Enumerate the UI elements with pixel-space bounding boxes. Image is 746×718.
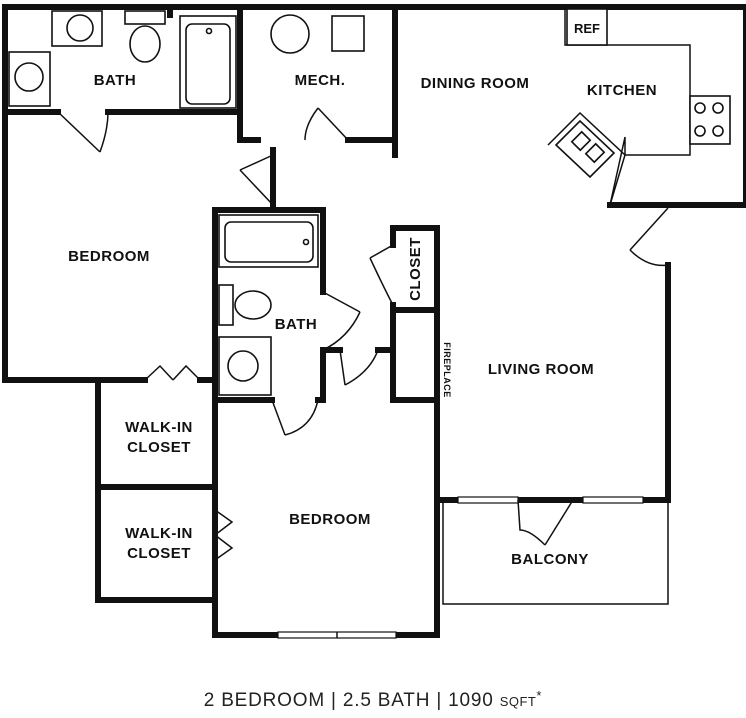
room-labels: BATH MECH. DINING ROOM KITCHEN REF BEDRO… [68, 21, 657, 568]
kitchen-fixtures [547, 7, 731, 206]
label-bath-upper: BATH [94, 72, 137, 89]
unit-summary-caption: 2 BEDROOM | 2.5 BATH | 1090 SQFT* [0, 688, 746, 712]
caption-separator-1: | [324, 690, 343, 711]
label-dining-room: DINING ROOM [421, 75, 530, 92]
label-living-room: LIVING ROOM [488, 361, 594, 378]
label-kitchen: KITCHEN [587, 82, 657, 99]
label-fireplace: FIREPLACE [442, 342, 452, 398]
upper-bath-fixtures [8, 10, 237, 109]
label-closet: CLOSET [407, 237, 424, 301]
label-balcony: BALCONY [511, 551, 589, 568]
center-bath-fixtures [218, 214, 319, 396]
label-walk-in-closet-2-line1: WALK-IN [125, 525, 193, 542]
label-ref: REF [574, 21, 600, 36]
caption-baths: 2.5 BATH [342, 690, 431, 711]
caption-area: 1090 [448, 690, 494, 711]
label-bath-center: BATH [275, 316, 318, 333]
label-walk-in-closet-1-line1: WALK-IN [125, 419, 193, 436]
label-bedroom-bottom: BEDROOM [289, 511, 371, 528]
label-walk-in-closet-1-line2: CLOSET [127, 439, 191, 456]
mech-fixtures [270, 14, 365, 54]
doors [57, 107, 669, 561]
caption-bedrooms: 2 BEDROOM [203, 690, 325, 711]
label-bedroom-left: BEDROOM [68, 248, 150, 265]
balcony-outline [442, 500, 669, 605]
caption-unit: SQFT [499, 694, 537, 709]
label-walk-in-closet-2-line2: CLOSET [127, 545, 191, 562]
walls [2, 4, 746, 638]
label-mech: MECH. [295, 72, 346, 89]
caption-footnote-mark: * [536, 688, 543, 703]
caption-separator-2: | [430, 690, 449, 711]
